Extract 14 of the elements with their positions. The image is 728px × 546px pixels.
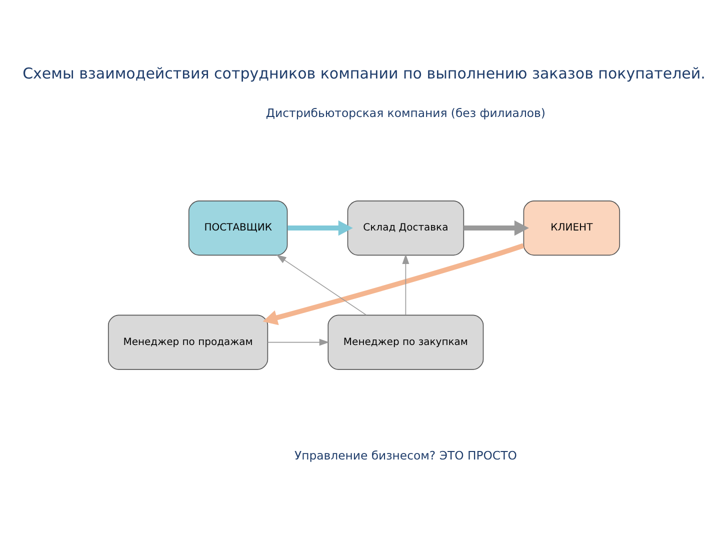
- node-box: Склад Доставка: [347, 200, 464, 256]
- arrow: [288, 220, 353, 236]
- node-box: Менеджер по продажам: [108, 314, 268, 370]
- node-box: Менеджер по закупкам: [328, 314, 484, 370]
- label: Управление бизнесом? ЭТО ПРОСТО: [294, 448, 517, 462]
- node-box: ПОСТАВЩИК: [188, 200, 288, 256]
- arrow: [464, 220, 529, 236]
- arrow: [267, 338, 330, 346]
- label: Дистрибьюторская компания (без филиалов): [266, 105, 546, 120]
- arrow: [402, 254, 410, 315]
- arrow: [262, 242, 524, 325]
- node-box: КЛИЕНТ: [523, 200, 620, 256]
- diagram-title: Схемы взаимодействия сотрудников компании по выполнению заказов покупателей.: [22, 64, 706, 82]
- arrow: [276, 254, 367, 315]
